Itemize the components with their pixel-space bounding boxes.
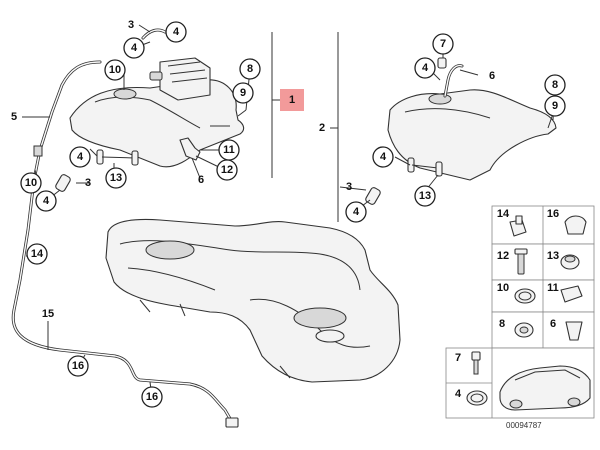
left-hose-connectors	[96, 137, 201, 166]
callout-9-left: 9	[232, 82, 254, 104]
item-2-label: 2	[319, 122, 325, 134]
svg-text:3: 3	[128, 19, 134, 31]
callout-15: 15	[42, 308, 54, 320]
svg-text:6: 6	[550, 318, 556, 330]
callout-13-right: 13	[414, 185, 436, 207]
svg-text:11: 11	[223, 144, 235, 156]
callout-4-right-mid: 4	[372, 146, 394, 168]
item-1-highlight	[280, 89, 304, 111]
svg-text:3: 3	[346, 181, 352, 193]
svg-text:10: 10	[25, 177, 37, 189]
svg-text:16: 16	[547, 208, 559, 220]
svg-text:6: 6	[489, 70, 495, 82]
callout-4-top-left: 4	[123, 37, 145, 59]
svg-text:12: 12	[497, 250, 509, 262]
callout-14: 14	[26, 243, 48, 265]
callout-6-right: 6	[489, 70, 495, 82]
callout-10-top: 10	[104, 59, 126, 81]
key-6: 6	[550, 318, 556, 330]
svg-text:13: 13	[419, 190, 431, 202]
callout-9-right: 9	[544, 95, 566, 117]
main-fuel-tank	[105, 218, 401, 383]
callout-13-left: 13	[105, 167, 127, 189]
callout-8-left: 8	[239, 58, 261, 80]
vent-hose-top-inner	[142, 29, 166, 39]
key-11: 11	[547, 282, 559, 294]
callout-3-mid-left: 3	[85, 177, 91, 189]
callout-4-mid-left: 4	[69, 146, 91, 168]
svg-text:4: 4	[131, 42, 138, 54]
callout-16-lower: 16	[67, 355, 89, 377]
svg-text:6: 6	[198, 174, 204, 186]
svg-text:9: 9	[552, 100, 558, 112]
callout-4-top-right: 4	[165, 21, 187, 43]
callout-4-right-low: 4	[345, 201, 367, 223]
svg-text:16: 16	[146, 391, 158, 403]
key-10: 10	[497, 282, 509, 294]
svg-text:4: 4	[380, 151, 387, 163]
svg-text:3: 3	[85, 177, 91, 189]
sleeve-left	[55, 174, 71, 192]
callout-4-right-top: 4	[414, 57, 436, 79]
parts-key-grid	[445, 205, 595, 419]
svg-text:12: 12	[221, 164, 233, 176]
svg-text:4: 4	[353, 206, 360, 218]
svg-text:14: 14	[497, 208, 510, 220]
callout-6-left: 6	[198, 174, 204, 186]
svg-text:4: 4	[43, 195, 50, 207]
callout-12: 12	[216, 159, 238, 181]
svg-text:11: 11	[547, 282, 559, 294]
callout-7-right: 7	[432, 33, 454, 55]
svg-text:15: 15	[42, 308, 54, 320]
callout-16-bottom: 16	[141, 386, 163, 408]
svg-text:14: 14	[31, 248, 44, 260]
callout-3-right: 3	[346, 181, 352, 193]
key-4: 4	[455, 388, 462, 400]
svg-text:7: 7	[440, 38, 446, 50]
right-vent-tank	[365, 57, 557, 205]
reference-number: 00094787	[506, 421, 542, 430]
key-8: 8	[499, 318, 505, 330]
svg-text:4: 4	[173, 26, 180, 38]
svg-text:8: 8	[499, 318, 505, 330]
svg-text:10: 10	[497, 282, 509, 294]
callout-8-right: 8	[544, 74, 566, 96]
key-16: 16	[547, 208, 559, 220]
key-12: 12	[497, 250, 509, 262]
callout-3-top: 3	[128, 19, 134, 31]
svg-text:13: 13	[110, 172, 122, 184]
svg-text:13: 13	[547, 250, 559, 262]
svg-text:8: 8	[552, 79, 558, 91]
callout-10-left: 10	[20, 172, 42, 194]
callout-4-lower-left: 4	[35, 190, 57, 212]
callout-5: 5	[11, 111, 17, 123]
svg-text:7: 7	[455, 352, 461, 364]
svg-text:4: 4	[455, 388, 462, 400]
svg-text:9: 9	[240, 87, 246, 99]
key-7: 7	[455, 352, 461, 364]
svg-text:10: 10	[109, 64, 121, 76]
svg-text:4: 4	[422, 62, 429, 74]
item-1-label: 1	[289, 94, 295, 106]
callout-11: 11	[218, 139, 240, 161]
key-14: 14	[497, 208, 510, 220]
key-13: 13	[547, 250, 559, 262]
left-vent-tank	[69, 57, 245, 168]
svg-text:8: 8	[247, 63, 253, 75]
svg-text:4: 4	[77, 151, 84, 163]
svg-text:5: 5	[11, 111, 17, 123]
svg-text:16: 16	[72, 360, 84, 372]
